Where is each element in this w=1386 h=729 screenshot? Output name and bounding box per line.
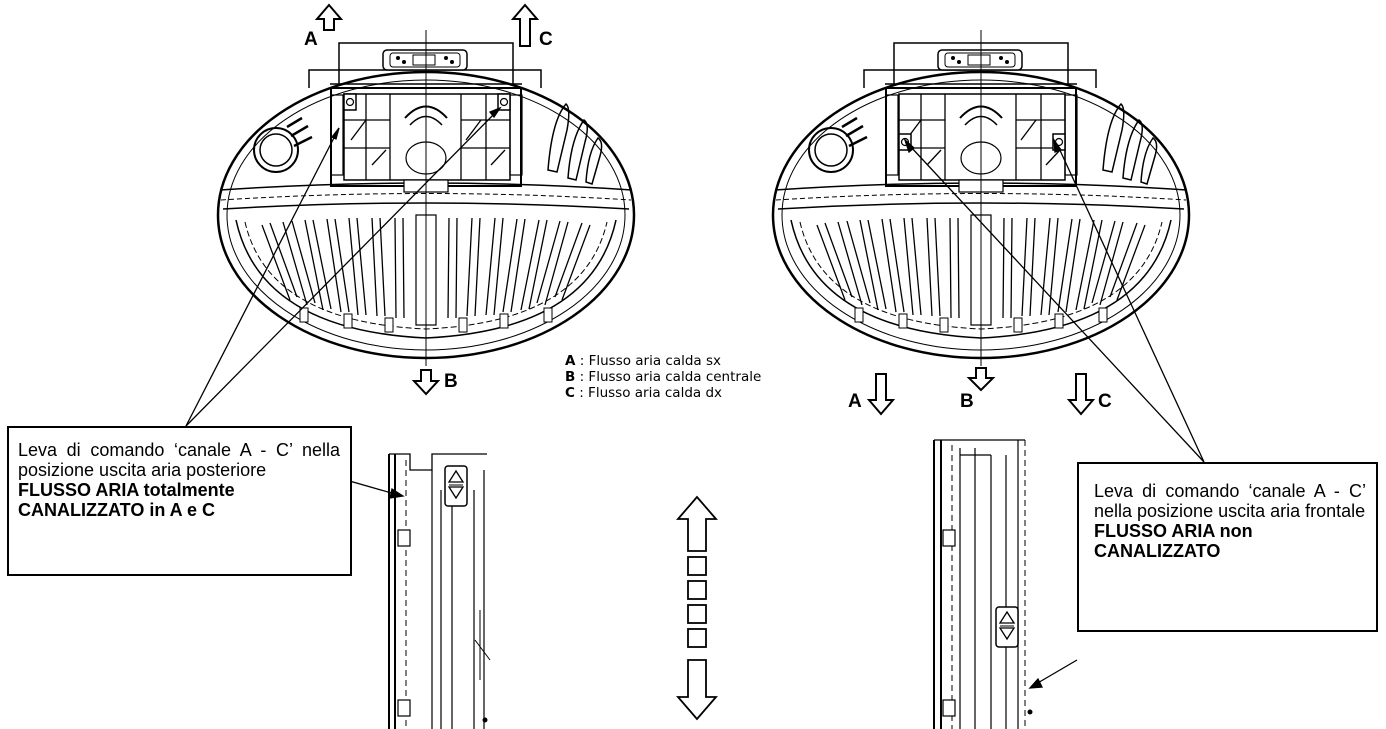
arrow-b-down-right (966, 367, 996, 392)
arrow-a-up-left (314, 3, 344, 31)
label-a-top-left: A (304, 29, 318, 50)
callout-box-right: Leva di comando ‘canale A - C’ nella pos… (1077, 462, 1378, 632)
lever-detail-rear-position (388, 453, 491, 729)
arrow-a-down-right (866, 373, 896, 416)
callout-box-left: Leva di comando ‘canale A - C’ nella pos… (7, 426, 352, 576)
legend-item-b: B : Flusso aria calda centrale (565, 369, 762, 385)
label-c-top-left: C (539, 29, 553, 50)
arrow-c-down-right (1066, 373, 1096, 416)
label-c-bottom-right: C (1098, 391, 1112, 412)
legend-item-c: C : Flusso aria calda dx (565, 385, 723, 401)
stove-top-view-left (216, 30, 636, 366)
callout-left-text: Leva di comando ‘canale A - C’ nella pos… (18, 440, 340, 480)
arrow-c-up-left (510, 3, 540, 47)
callout-left-leader (185, 106, 502, 499)
label-a-bottom-right: A (848, 391, 862, 412)
callout-left-bold-1: FLUSSO ARIA totalmente (18, 480, 235, 500)
callout-right-leader (903, 137, 1205, 689)
lever-detail-front-position (933, 439, 1033, 729)
label-b-bottom-left: B (444, 371, 458, 392)
lever-travel-double-arrow (676, 495, 718, 721)
legend-item-a: A : Flusso aria calda sx (565, 353, 722, 369)
label-b-bottom-right: B (960, 391, 974, 412)
callout-right-text: Leva di comando ‘canale A - C’ nella pos… (1094, 481, 1366, 521)
callout-left-bold-2: CANALIZZATO in A e C (18, 500, 215, 520)
stove-top-view-right (771, 30, 1191, 366)
arrow-b-down-left (411, 369, 441, 396)
legend: A : Flusso aria calda sx B : Flusso aria… (565, 353, 761, 401)
callout-right-bold-1: FLUSSO ARIA non (1094, 521, 1253, 541)
callout-right-bold-2: CANALIZZATO (1094, 541, 1221, 561)
